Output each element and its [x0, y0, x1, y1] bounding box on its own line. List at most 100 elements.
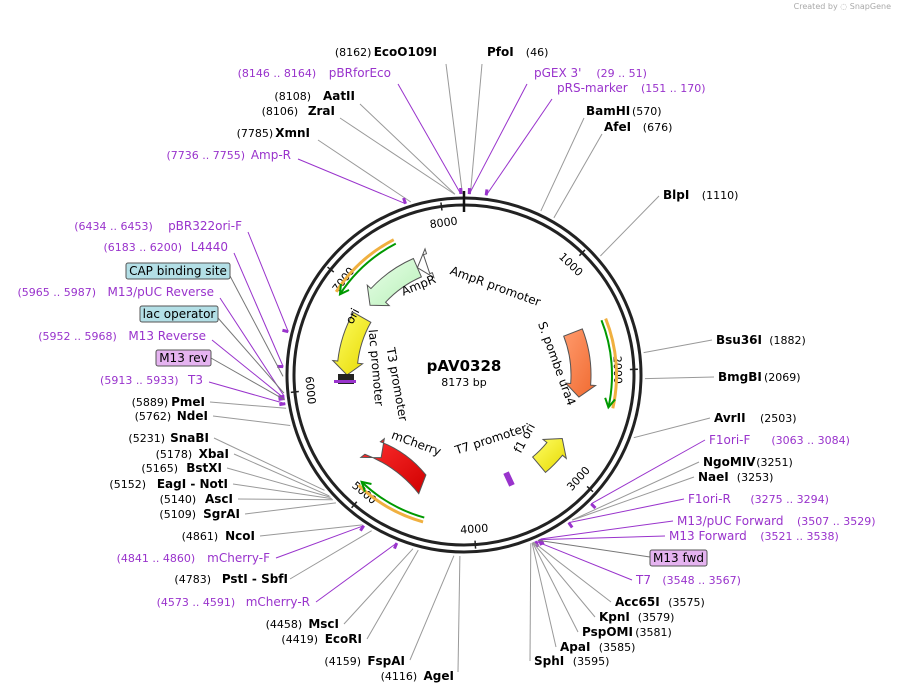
bamhi-site-label: BamHI	[586, 104, 630, 118]
aatii-site-label: AatII	[323, 89, 355, 103]
mcherry-feature-arrow	[359, 437, 427, 495]
bsu36i-leader	[643, 339, 713, 354]
afei-site-label: AfeI	[604, 120, 631, 134]
m13-puc-forward-leader	[540, 520, 674, 540]
ampr-feature-arrow	[366, 257, 423, 307]
aatii-site-label-position: (8108)	[274, 90, 311, 103]
amp-r-leader-site	[402, 197, 407, 205]
pmei-leader	[209, 401, 287, 409]
f1ori-r-primer-label-range: (3275 .. 3294)	[750, 493, 829, 506]
msci-site-label: MscI	[308, 617, 339, 631]
f1ori-f-leader-site	[590, 502, 597, 510]
f1ori-f-primer-label-range: (3063 .. 3084)	[771, 434, 850, 447]
lac-operator-box-label-frame	[139, 305, 219, 323]
pbrforeco-primer-label: pBRforEco	[329, 66, 391, 80]
mcherry-r-leader-site	[393, 542, 399, 550]
tick-mark	[440, 202, 443, 211]
ngomiv-site-label: NgoMIV	[703, 455, 756, 469]
naei-site-label-position: (3253)	[737, 471, 774, 484]
bstxi-site-label: BstXI	[186, 461, 222, 475]
m13-puc-reverse-primer-label-range: (5965 .. 5987)	[17, 286, 96, 299]
ncoi-leader	[259, 524, 363, 537]
leader-lines	[208, 63, 715, 673]
lac-operator-mark	[338, 374, 354, 384]
kpni-leader	[532, 542, 596, 618]
pbr322ori-f-primer-label: pBR322ori-F	[168, 219, 242, 233]
snabi-site-label: SnaBI	[170, 431, 209, 445]
t3-primer-label: T3	[187, 373, 203, 387]
mcherry-f-leader-site	[359, 524, 366, 532]
cap-binding-site-leader	[229, 275, 284, 377]
f1-ori-feature-arrow	[531, 438, 568, 474]
ampr-promoter-feature-arrow	[416, 247, 435, 279]
apai-site-label-position: (3585)	[599, 641, 636, 654]
tick-mark	[351, 501, 358, 509]
feature-arrows	[331, 238, 618, 524]
t7-primer-label: T7	[635, 573, 651, 587]
snabi-leader	[213, 437, 325, 491]
naei-leader	[572, 476, 695, 521]
t7-primer-label-range: (3548 .. 3567)	[662, 574, 741, 587]
pspomi-leader	[532, 542, 579, 633]
bstxi-site-label-position: (5165)	[141, 462, 178, 475]
afei-leader	[553, 133, 603, 219]
blpi-leader	[600, 195, 660, 257]
pfoi-site-label: PfoI	[487, 45, 514, 59]
m13-forward-primer-label: M13 Forward	[669, 529, 747, 543]
zrai-site-label: ZraI	[308, 104, 335, 118]
asci-leader	[237, 498, 333, 501]
m13-puc-reverse-primer-label: M13/pUC Reverse	[108, 285, 215, 299]
f1ori-r-primer-label: F1ori-R	[688, 492, 731, 506]
psti-sbfi-leader	[289, 530, 372, 580]
l4440-leader	[233, 252, 284, 367]
aatii-leader	[359, 103, 456, 195]
blpi-site-label-position: (1110)	[702, 189, 739, 202]
mcherry-outline-arrow-head	[360, 480, 372, 492]
avrii-site-label: AvrII	[714, 411, 746, 425]
pmei-site-label: PmeI	[171, 395, 205, 409]
apai-site-label: ApaI	[560, 640, 590, 654]
ndei-leader	[212, 415, 291, 426]
m13-puc-forward-primer-label: M13/pUC Forward	[677, 514, 784, 528]
ecoo109i-site-label: EcoO109I	[374, 45, 437, 59]
t3-leader-site	[279, 402, 286, 407]
msci-site-label-position: (4458)	[266, 618, 303, 631]
ecori-site-label: EcoRI	[325, 632, 362, 646]
ampr-outline-arrow	[339, 242, 397, 295]
mcherry-f-leader	[275, 525, 364, 559]
tick-label-6000: 6000	[302, 376, 318, 405]
tick-label-4000: 4000	[460, 522, 489, 537]
ndei-site-label-position: (5762)	[135, 410, 172, 423]
mcherry-f-primer-label: mCherry-F	[207, 551, 270, 565]
pfoi-leader	[469, 63, 483, 195]
m13-fwd-box-label-frame	[649, 549, 708, 567]
m13-reverse-primer-label-range: (5952 .. 5968)	[38, 330, 117, 343]
mcherry-r-primer-label-range: (4573 .. 4591)	[157, 596, 236, 609]
acc65i-site-label-position: (3575)	[668, 596, 705, 609]
avrii-site-label-position: (2503)	[760, 412, 797, 425]
ncoi-site-label: NcoI	[225, 529, 255, 543]
mcherry-outline-arrow	[360, 481, 425, 519]
pgex-3-leader	[468, 83, 528, 195]
avrii-leader	[633, 417, 711, 439]
mcherry-f-primer-label-range: (4841 .. 4860)	[117, 552, 196, 565]
snapgene-credit: Created by ◌ SnapGene	[794, 2, 891, 11]
kpni-site-label-position: (3579)	[638, 611, 675, 624]
pgex-3-primer-label-range: (29 .. 51)	[596, 67, 647, 80]
feature-label-ampr-promoter: AmpR promoter	[448, 263, 542, 309]
credit-brand: SnapGene	[849, 2, 891, 11]
sgrai-site-label: SgrAI	[203, 507, 240, 521]
m13-rev-leader	[210, 357, 285, 401]
tick-label-8000: 8000	[429, 215, 458, 232]
tick-mark	[586, 485, 594, 493]
tick-mark	[327, 266, 335, 273]
m13-reverse-leader-site	[278, 397, 285, 401]
apai-leader	[531, 542, 557, 648]
ampr-outline-arrow-head	[338, 283, 350, 296]
l4440-primer-label: L4440	[191, 240, 228, 254]
sphi-site-label: SphI	[534, 654, 564, 668]
asci-site-label: AscI	[205, 492, 233, 506]
m13-reverse-primer-label: M13 Reverse	[128, 329, 206, 343]
t7-mark	[503, 471, 515, 487]
